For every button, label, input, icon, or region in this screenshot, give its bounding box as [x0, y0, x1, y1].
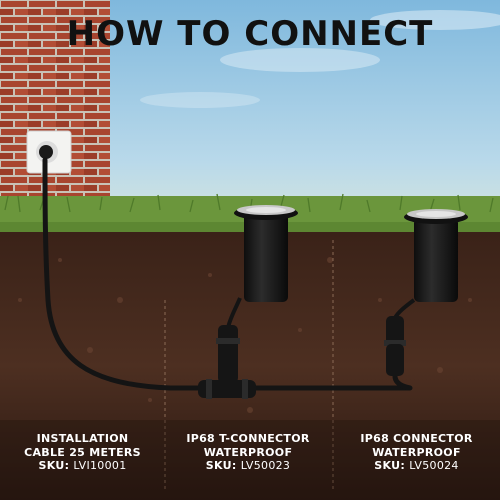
- caption-line: INSTALLATION: [36, 432, 129, 445]
- inline-connector-icon: [384, 316, 411, 391]
- sku-label: SKU:: [205, 459, 237, 472]
- sku-label: SKU:: [374, 459, 406, 472]
- ground-light-1: [234, 205, 298, 302]
- wall-socket-icon: [26, 130, 72, 174]
- caption-line: WATERPROOF: [203, 445, 293, 459]
- sku-label: SKU:: [38, 459, 70, 472]
- caption-line: IP68 T-CONNECTOR: [186, 432, 310, 445]
- caption-line: CABLE 25 METERS: [24, 445, 141, 459]
- caption-connector: IP68 CONNECTOR WATERPROOF SKU: LV50024: [333, 432, 500, 473]
- caption-t-connector: IP68 T-CONNECTOR WATERPROOF SKU: LV50023: [163, 432, 333, 473]
- sku-value: LVI10001: [73, 459, 127, 472]
- t-connector-icon: [198, 325, 256, 399]
- page-title: HOW TO CONNECT: [66, 14, 434, 54]
- caption-line: IP68 CONNECTOR: [360, 432, 473, 445]
- installation-cable: [42, 157, 413, 391]
- sku-value: LV50024: [409, 459, 459, 472]
- caption-installation-cable: INSTALLATION CABLE 25 METERS SKU: LVI100…: [0, 432, 165, 473]
- sku-value: LV50023: [240, 459, 291, 472]
- ground-light-2: [404, 209, 468, 302]
- caption-line: WATERPROOF: [372, 445, 461, 459]
